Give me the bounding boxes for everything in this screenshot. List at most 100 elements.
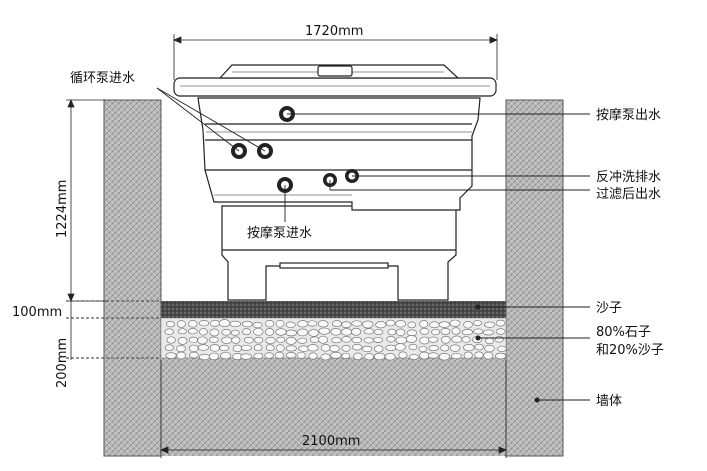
pebble [361, 345, 373, 353]
pebble [461, 336, 471, 343]
pebble [296, 351, 306, 359]
pebble [341, 352, 351, 359]
pebble [341, 336, 352, 343]
pebble [440, 328, 451, 335]
pebble [351, 320, 363, 327]
pebble [394, 343, 406, 351]
pebble [330, 328, 342, 336]
pebble [221, 336, 233, 344]
pebble [252, 321, 263, 329]
pebble [275, 328, 287, 336]
pebble [408, 343, 418, 351]
pebble [175, 345, 186, 353]
pebble [419, 336, 430, 345]
pebble [497, 345, 507, 352]
pebble [461, 329, 474, 336]
pebble [176, 351, 186, 360]
pebble [340, 328, 353, 336]
pebble [463, 344, 475, 352]
pebble [320, 353, 331, 361]
pebble [418, 346, 428, 352]
left-wall [103, 99, 162, 457]
pebble [274, 351, 285, 359]
pebble [285, 337, 297, 345]
pebble [451, 335, 463, 343]
bottom-width-label: 2100mm [302, 434, 360, 449]
pebble [373, 337, 383, 343]
pebble [317, 320, 329, 328]
pebble [495, 319, 506, 327]
filter-outlet-label: 过滤后出水 [596, 187, 661, 202]
pebble [387, 328, 397, 336]
pebble [385, 344, 397, 351]
pebble [320, 344, 331, 352]
pebble [431, 329, 441, 336]
pebble [351, 336, 362, 344]
pebble [495, 352, 507, 360]
pebble [221, 329, 231, 336]
pebble [352, 344, 363, 351]
pebble [427, 352, 439, 359]
pebble [253, 352, 264, 359]
pebble [253, 327, 264, 336]
pebble [189, 351, 199, 359]
pebble [395, 336, 408, 345]
pebble [363, 337, 374, 344]
pebble [188, 320, 198, 328]
pebble [285, 329, 298, 337]
pebble [285, 345, 297, 352]
pebble [198, 320, 210, 327]
pebble [177, 328, 187, 335]
pebble [405, 335, 418, 343]
top-width-label: 1720mm [305, 24, 363, 39]
pebble [484, 321, 496, 328]
gravel-label-line1: 80%石子 [596, 325, 651, 340]
pebble [427, 336, 439, 343]
pebble [197, 344, 209, 351]
pebble [438, 321, 451, 328]
pebble [275, 319, 285, 328]
pebble [364, 353, 374, 361]
spa-tub [173, 64, 497, 301]
pebble [209, 328, 220, 337]
height-label: 1224mm [55, 180, 70, 238]
pebble [187, 328, 198, 335]
pebble [419, 328, 430, 335]
pebble [485, 337, 495, 345]
pebble [188, 336, 198, 343]
pebble [309, 336, 320, 343]
pebble [482, 329, 494, 336]
pebble [484, 344, 495, 353]
pebble [265, 337, 276, 344]
pebble [232, 344, 242, 353]
pebble [409, 354, 419, 360]
pebble [386, 335, 396, 343]
right-wall [505, 99, 564, 457]
pebble [241, 320, 253, 328]
pebble [218, 319, 231, 327]
pebble [199, 353, 210, 361]
pebble [276, 344, 285, 352]
pebble [165, 320, 175, 328]
pebble [242, 328, 251, 336]
gravel-pebbles [164, 319, 507, 361]
pebble [483, 351, 494, 360]
pebble [244, 336, 254, 344]
pebble [285, 321, 296, 328]
pebble [441, 335, 451, 344]
pebble [463, 351, 473, 360]
pebble [253, 344, 263, 351]
pebble [341, 321, 352, 329]
pebble [449, 344, 461, 352]
layer2-label: 200mm [55, 338, 70, 388]
pebble [395, 328, 406, 336]
pebble [395, 320, 406, 328]
pebble [297, 337, 308, 344]
dimension-lines [66, 34, 508, 458]
pebble [209, 319, 221, 327]
pebble [341, 344, 351, 352]
base-slab [161, 358, 506, 456]
pebble [308, 329, 319, 337]
pebble [265, 328, 275, 336]
